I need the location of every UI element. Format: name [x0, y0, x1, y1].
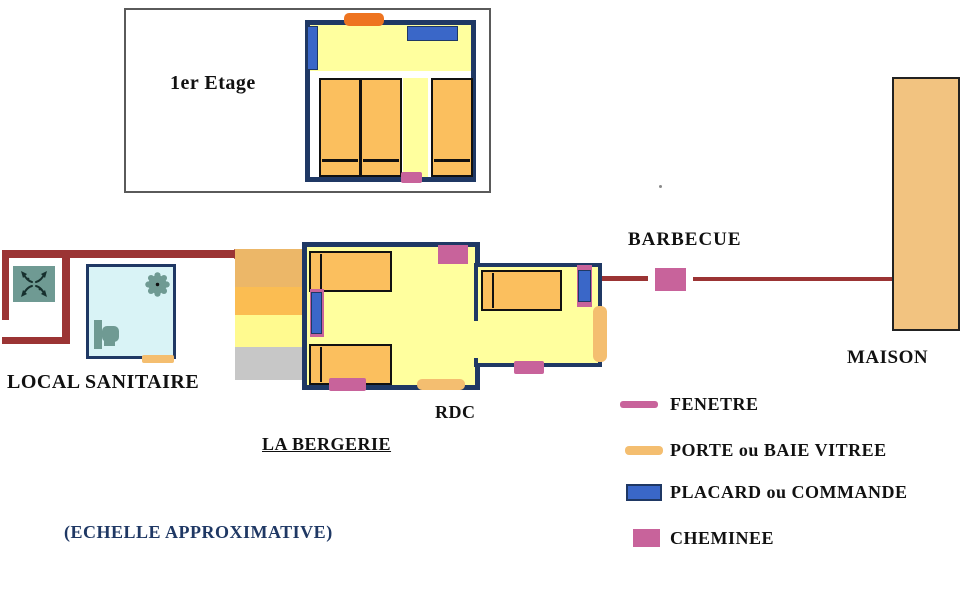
- connector-wall: [693, 277, 892, 281]
- placard-marker: [407, 26, 458, 41]
- legend-item-placard: PLACARD ou COMMANDE: [618, 482, 908, 502]
- scale-note: (ECHELLE APPROXIMATIVE): [64, 522, 333, 542]
- stray-dot: [659, 185, 662, 188]
- legend-label: PORTE ou BAIE VITREE: [670, 439, 887, 460]
- window-marker: [329, 378, 366, 391]
- corridor: [403, 78, 428, 177]
- legend-item-porte: PORTE ou BAIE VITREE: [618, 440, 887, 460]
- sanitary-room: [86, 264, 176, 363]
- passage-opening: [471, 321, 481, 358]
- step-band: [235, 347, 302, 380]
- legend-item-cheminee: CHEMINEE: [618, 528, 774, 548]
- courtyard-wall: [62, 250, 70, 344]
- annex-room: [474, 263, 607, 374]
- first-floor-room: [305, 13, 476, 183]
- house-block: [892, 77, 960, 331]
- ground-floor-room: [302, 242, 480, 391]
- placard-marker: [311, 292, 322, 334]
- first-floor-label: 1er Etage: [170, 72, 256, 94]
- cheminee-chimney-swatch: [618, 529, 670, 547]
- legend-label: CHEMINEE: [670, 527, 775, 548]
- legend-label: PLACARD ou COMMANDE: [670, 481, 908, 502]
- placard-closet-swatch: [618, 483, 670, 501]
- porte-door-swatch: [618, 445, 670, 455]
- placard-marker: [307, 26, 318, 70]
- connector-wall: [602, 276, 648, 281]
- ground-floor-label: RDC: [435, 402, 476, 422]
- house-label: MAISON: [847, 347, 929, 368]
- crossed-arrows-icon: [13, 266, 55, 302]
- barbecue-label: BARBECUE: [628, 229, 742, 250]
- sanitary-room-label: LOCAL SANITAIRE: [7, 371, 200, 393]
- barbecue-marker: [655, 268, 686, 291]
- door-marker: [142, 355, 174, 363]
- floor-band: [235, 315, 302, 347]
- window-marker: [401, 172, 422, 183]
- bed: [309, 251, 392, 292]
- courtyard-wall: [2, 337, 70, 344]
- courtyard-wall: [2, 250, 236, 258]
- terrace-strip: [235, 249, 302, 380]
- toilet-icon: [93, 320, 123, 349]
- window-marker: [514, 361, 544, 374]
- door-band: [235, 287, 302, 315]
- fenetre-window-swatch: [618, 400, 670, 408]
- bed: [431, 78, 473, 177]
- door-marker: [417, 379, 465, 390]
- door-band: [235, 249, 302, 287]
- placard-marker: [578, 270, 591, 302]
- bed: [481, 270, 562, 311]
- legend-item-fenetre: FENETRE: [618, 394, 759, 414]
- door-marker: [593, 306, 607, 362]
- door-marker: [344, 13, 384, 26]
- building-title: LA BERGERIE: [262, 434, 392, 454]
- shower-icon: [144, 271, 171, 298]
- legend-label: FENETRE: [670, 393, 759, 414]
- bed: [360, 78, 402, 177]
- window-marker: [438, 245, 468, 264]
- courtyard-wall: [2, 250, 9, 320]
- bed: [319, 78, 361, 177]
